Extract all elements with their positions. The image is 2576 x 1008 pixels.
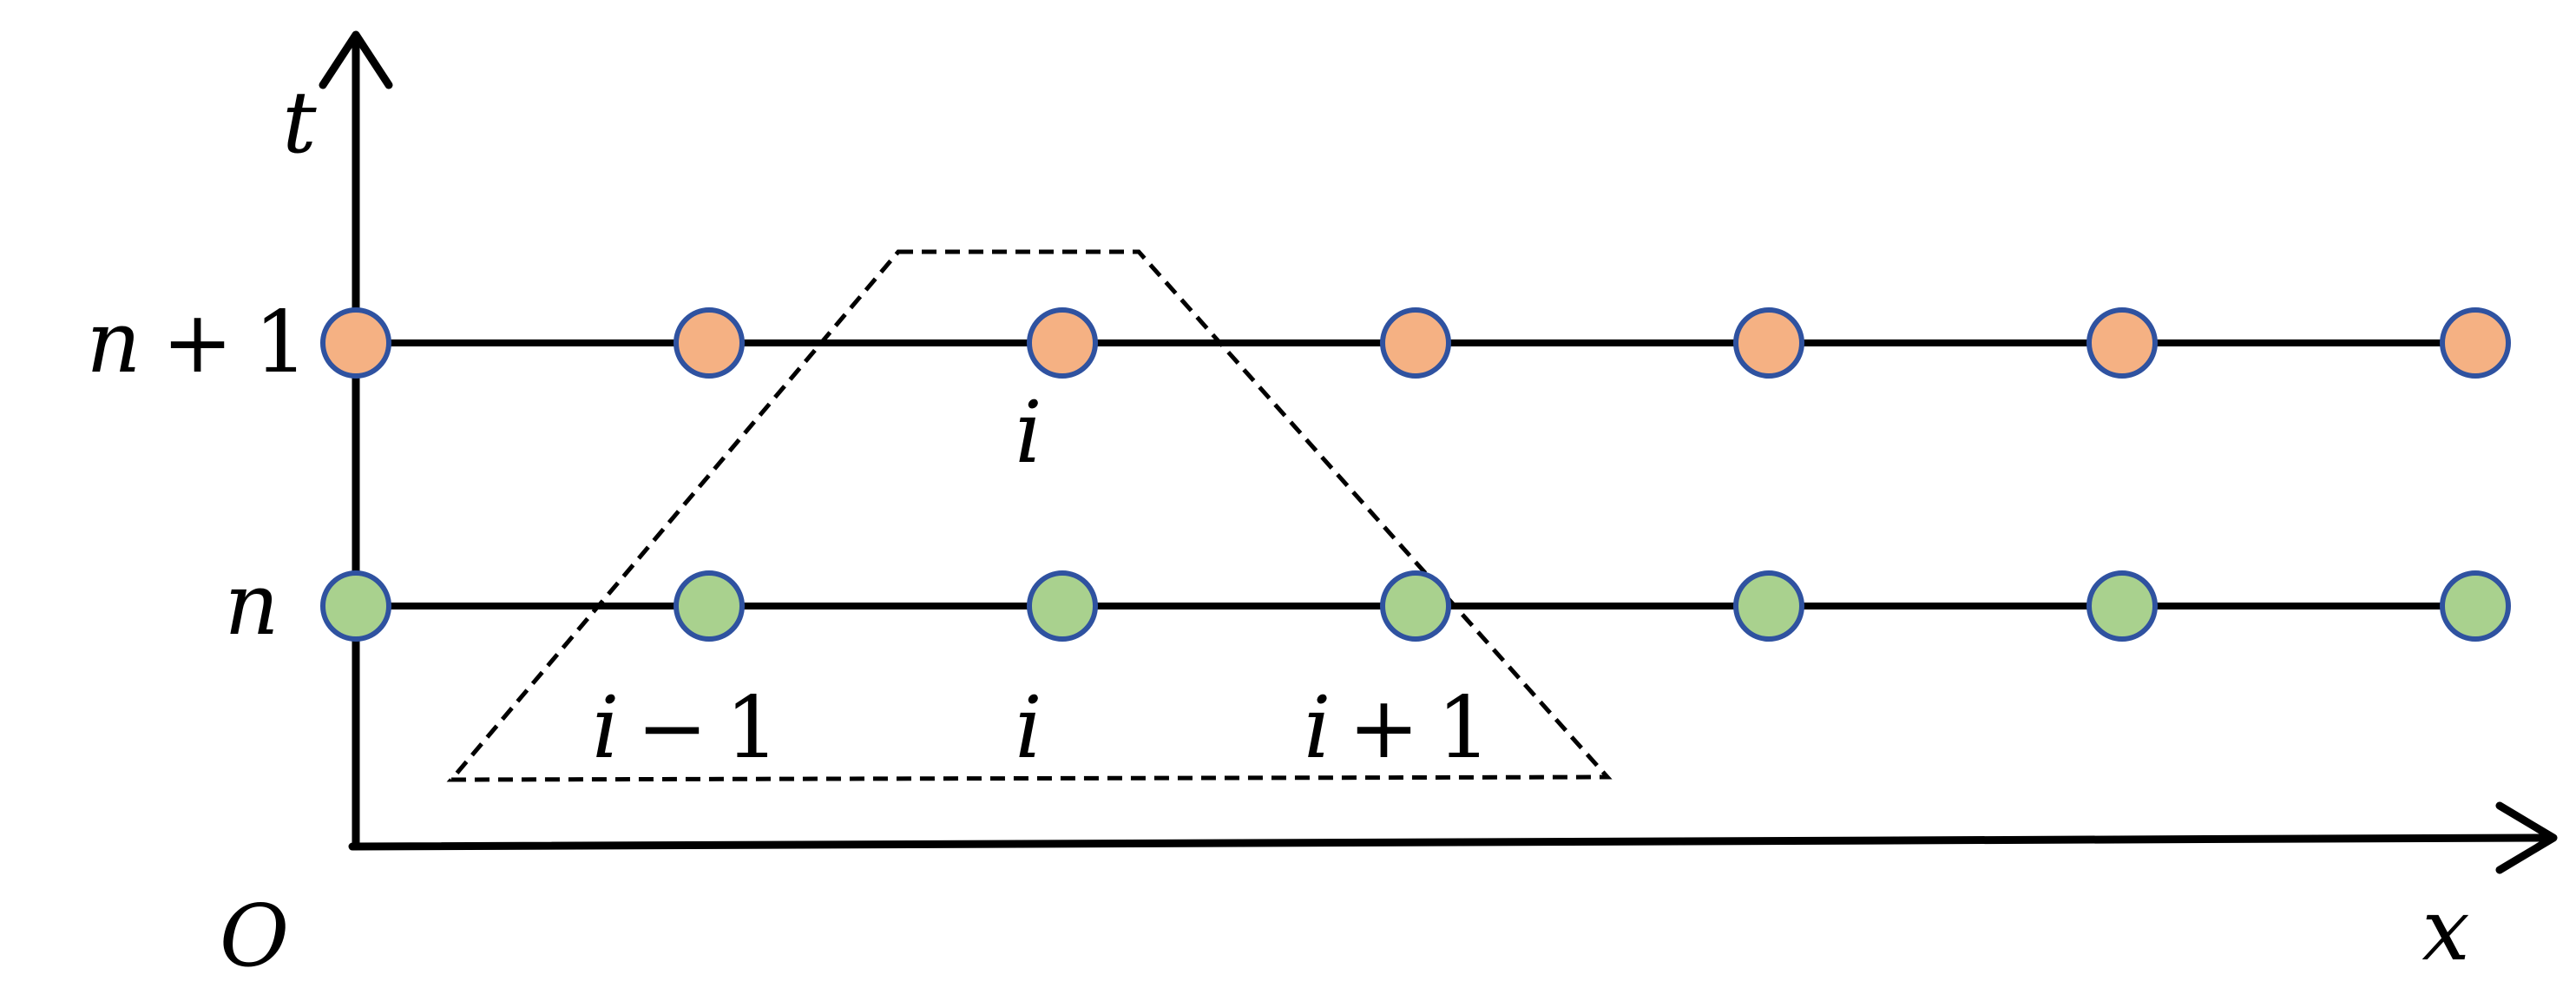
upper-level-node [1027, 307, 1098, 379]
upper-level-node [1380, 307, 1451, 379]
upper-level-label: n+1 [86, 293, 308, 392]
lower-level-node [2440, 570, 2511, 642]
lower-node-i-label: i [1015, 679, 1042, 778]
lower-level-node [674, 570, 745, 642]
upper-level-node [674, 307, 745, 379]
x-axis-line [348, 833, 2552, 851]
x-axis [348, 801, 2558, 874]
lower-level-node [1380, 570, 1451, 642]
lower-level-label: n [224, 556, 279, 655]
x-axis-label: x [2422, 881, 2469, 980]
lower-level-node [1733, 570, 1804, 642]
upper-level-node [2086, 307, 2158, 379]
x-axis-arrowhead [2495, 801, 2558, 874]
t-axis-label: t [282, 74, 317, 173]
upper-level-label-num: 1 [254, 293, 308, 392]
upper-level-label-var: n [86, 293, 141, 392]
upper-level-node [320, 307, 391, 379]
lower-node-i-plus-1-label: i+1 [1304, 679, 1491, 778]
lower-node-i-minus-1-label: i−1 [592, 679, 779, 778]
lower-level-node [2086, 570, 2158, 642]
upper-level-node [1733, 307, 1804, 379]
lower-level-node [1027, 570, 1098, 642]
t-axis [319, 30, 393, 851]
lower-node-right-num: 1 [1437, 679, 1491, 778]
upper-level-nodes [320, 307, 2511, 379]
lower-level-node [320, 570, 391, 642]
t-axis-arrowhead [319, 30, 393, 89]
origin-label: O [220, 887, 289, 986]
lower-node-right-var: i [1304, 679, 1331, 778]
upper-level-label-op: + [162, 293, 233, 392]
lower-node-left-op: − [636, 679, 707, 778]
lower-node-right-op: + [1348, 679, 1419, 778]
lower-node-left-var: i [592, 679, 619, 778]
lower-node-left-num: 1 [726, 679, 779, 778]
lower-level-nodes [320, 570, 2511, 642]
upper-node-i-label: i [1015, 384, 1042, 483]
stencil-outline [446, 249, 1613, 782]
upper-level-node [2440, 307, 2511, 379]
